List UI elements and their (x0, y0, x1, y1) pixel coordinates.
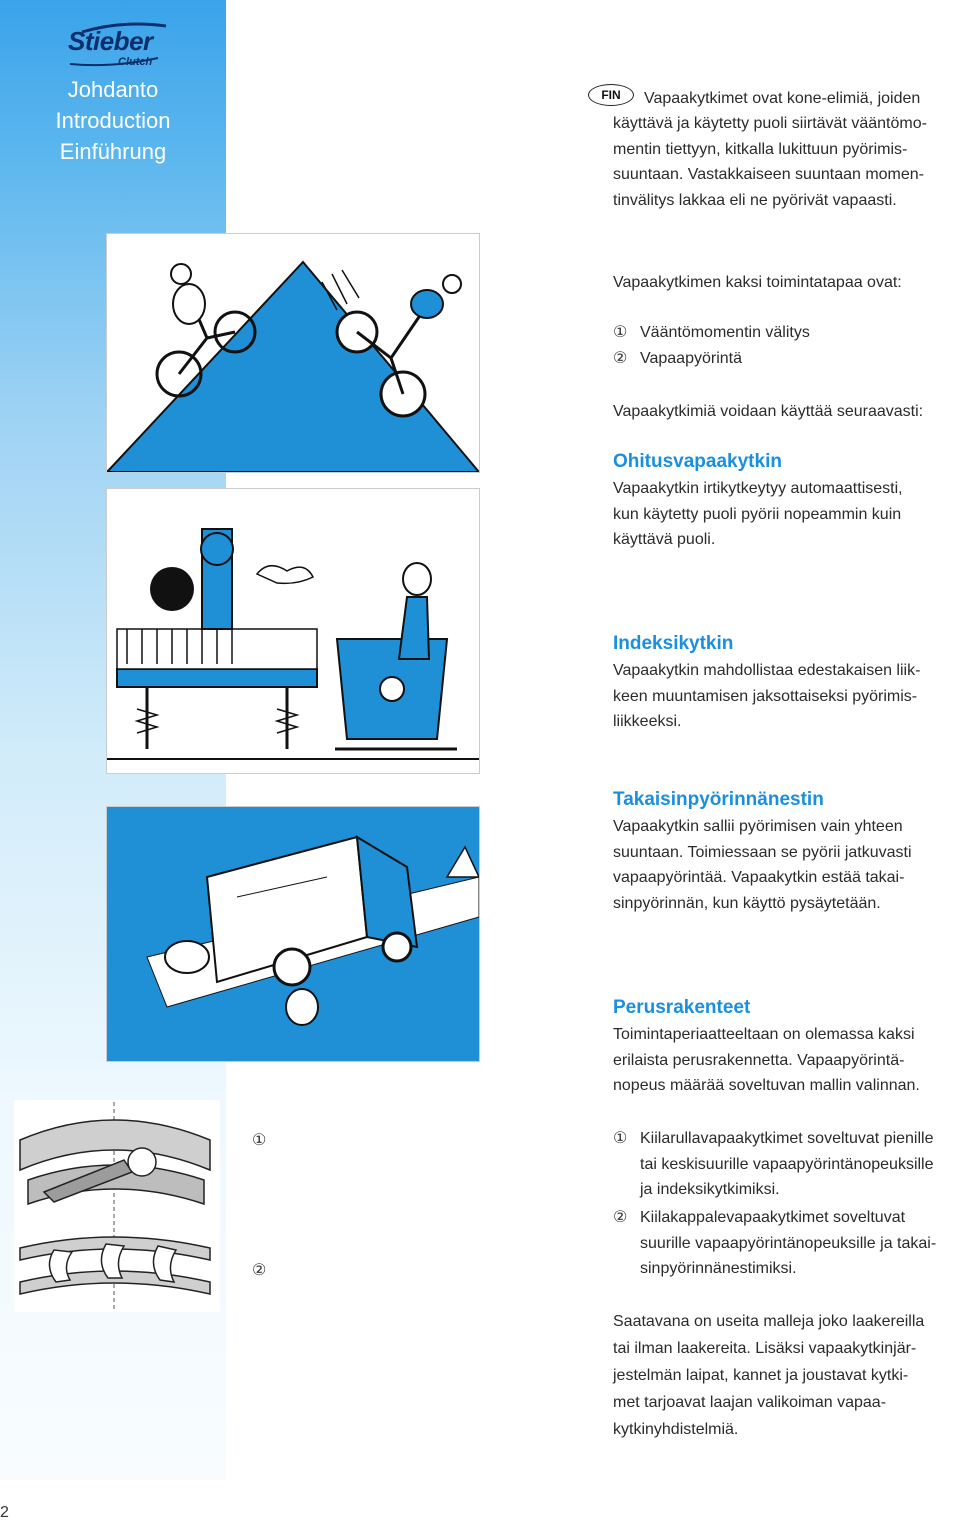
logo-sub-text: Clutch (118, 56, 153, 68)
closing-line: jestelmän laipat, kannet ja joustavat ky… (613, 1367, 909, 1384)
section-heading-indexing: Indeksikytkin (613, 633, 734, 654)
usage-intro: Vapaakytkimiä voidaan käyttää seuraavast… (613, 403, 924, 420)
mode2-label: Vapaapyörintä (640, 350, 742, 367)
intro-line: tinvälitys lakkaa eli ne pyörivät vapaas… (613, 191, 897, 209)
type-line: Kiilarullavapaakytkimet soveltuvat pieni… (640, 1130, 934, 1147)
type-line: suurille vapaapyörintänopeuksille ja tak… (640, 1234, 937, 1252)
section-line: Vapaakytkin mahdollistaa edestakaisen li… (613, 662, 921, 679)
figure-label-1: ① (252, 1132, 267, 1149)
title-german: Einführung (59, 139, 167, 164)
intro-line: käyttävä ja käytetty puoli siirtävät vää… (613, 115, 927, 132)
section-line: käyttävä puoli. (613, 531, 716, 548)
modes-intro: Vapaakytkimen kaksi toimintatapaa ovat: (613, 274, 902, 291)
page-number: 2 (0, 1504, 9, 1521)
title-english: Introduction (55, 108, 171, 133)
section-heading-backstop: Takaisinpyörinnänestin (613, 789, 824, 810)
section-line: Vapaakytkin sallii pyörimisen vain yhtee… (613, 818, 903, 835)
section-line: liikkeeksi. (613, 713, 682, 730)
type1-text: Kiilarullavapaakytkimet soveltuvat pieni… (640, 1126, 934, 1203)
truck-backstop-illustration (106, 806, 480, 1062)
closing-line: kytkinyhdistelmiä. (613, 1421, 739, 1438)
section-text-basic-designs: Toimintaperiaatteeltaan on olemassa kaks… (613, 1022, 920, 1099)
intro-line: suuntaan. Vastakkaiseen suuntaan momen- (613, 166, 925, 183)
section-line: erilaista perusrakennetta. Vapaapyörintä… (613, 1051, 905, 1069)
section-text-backstop: Vapaakytkin sallii pyörimisen vain yhtee… (613, 814, 912, 916)
section-line: vapaapyörintää. Vapaakytkin estää takai- (613, 869, 905, 886)
type2-text: Kiilakappalevapaakytkimet soveltuvat suu… (640, 1205, 936, 1282)
title-finnish: Johdanto (67, 77, 159, 102)
logo-swoosh-icon (69, 22, 167, 67)
mode1-label: Vääntömomentin välitys (640, 324, 810, 341)
intro-paragraph: käyttävä ja käytetty puoli siirtävät vää… (613, 111, 927, 213)
section-heading-overrunning: Ohitusvapaakytkin (613, 451, 782, 472)
section-line: kun käytetty puoli pyörii nopeammin kuin (613, 505, 902, 523)
type-line: ja indeksikytkimiksi. (640, 1181, 780, 1198)
closing-line: Saatavana on useita malleja joko laakere… (613, 1313, 925, 1330)
section-text-indexing: Vapaakytkin mahdollistaa edestakaisen li… (613, 658, 920, 735)
type-line: sinpyörinnänestimiksi. (640, 1260, 797, 1277)
mode1-number: ① (613, 324, 628, 341)
type-line: tai keskisuurille vapaapyörintänopeuksil… (640, 1155, 934, 1173)
section-line: Vapaakytkin irtikytkeytyy automaattisest… (613, 480, 903, 497)
clutch-types-diagram (14, 1100, 220, 1312)
conveyor-machine-illustration (106, 488, 480, 774)
type2-number: ② (613, 1209, 628, 1226)
section-line: suuntaan. Toimiessaan se pyörii jatkuvas… (613, 843, 912, 861)
bicycle-hill-illustration (106, 233, 480, 473)
section-heading-basic-designs: Perusrakenteet (613, 997, 751, 1018)
intro-line: mentin tiettyyn, kitkalla lukittuun pyör… (613, 140, 908, 158)
section-titles: Johdanto Introduction Einführung (0, 74, 226, 167)
section-line: nopeus määrää soveltuvan mallin valinnan… (613, 1077, 920, 1094)
closing-line: met tarjoavat laajan valikoiman vapaa- (613, 1394, 887, 1411)
mode2-number: ② (613, 350, 628, 367)
figure-label-2: ② (252, 1262, 267, 1279)
closing-line: tai ilman laakereita. Lisäksi vapaakytki… (613, 1340, 917, 1357)
intro-first-line: Vapaakytkimet ovat kone-elimiä, joiden (644, 90, 921, 107)
type-line: Kiilakappalevapaakytkimet soveltuvat (640, 1209, 906, 1226)
stieber-logo: Stieber Clutch (62, 18, 172, 70)
logo-brand-text: Stieber (68, 26, 153, 56)
section-line: keen muuntamisen jaksottaiseksi pyörimis… (613, 687, 918, 705)
section-line: Toimintaperiaatteeltaan on olemassa kaks… (613, 1026, 915, 1043)
closing-paragraph: Saatavana on useita malleja joko laakere… (613, 1308, 924, 1443)
section-text-overrunning: Vapaakytkin irtikytkeytyy automaattisest… (613, 476, 903, 553)
type1-number: ① (613, 1130, 628, 1147)
language-badge: FIN (588, 84, 634, 106)
section-line: sinpyörinnän, kun käyttö pysäytetään. (613, 894, 881, 912)
